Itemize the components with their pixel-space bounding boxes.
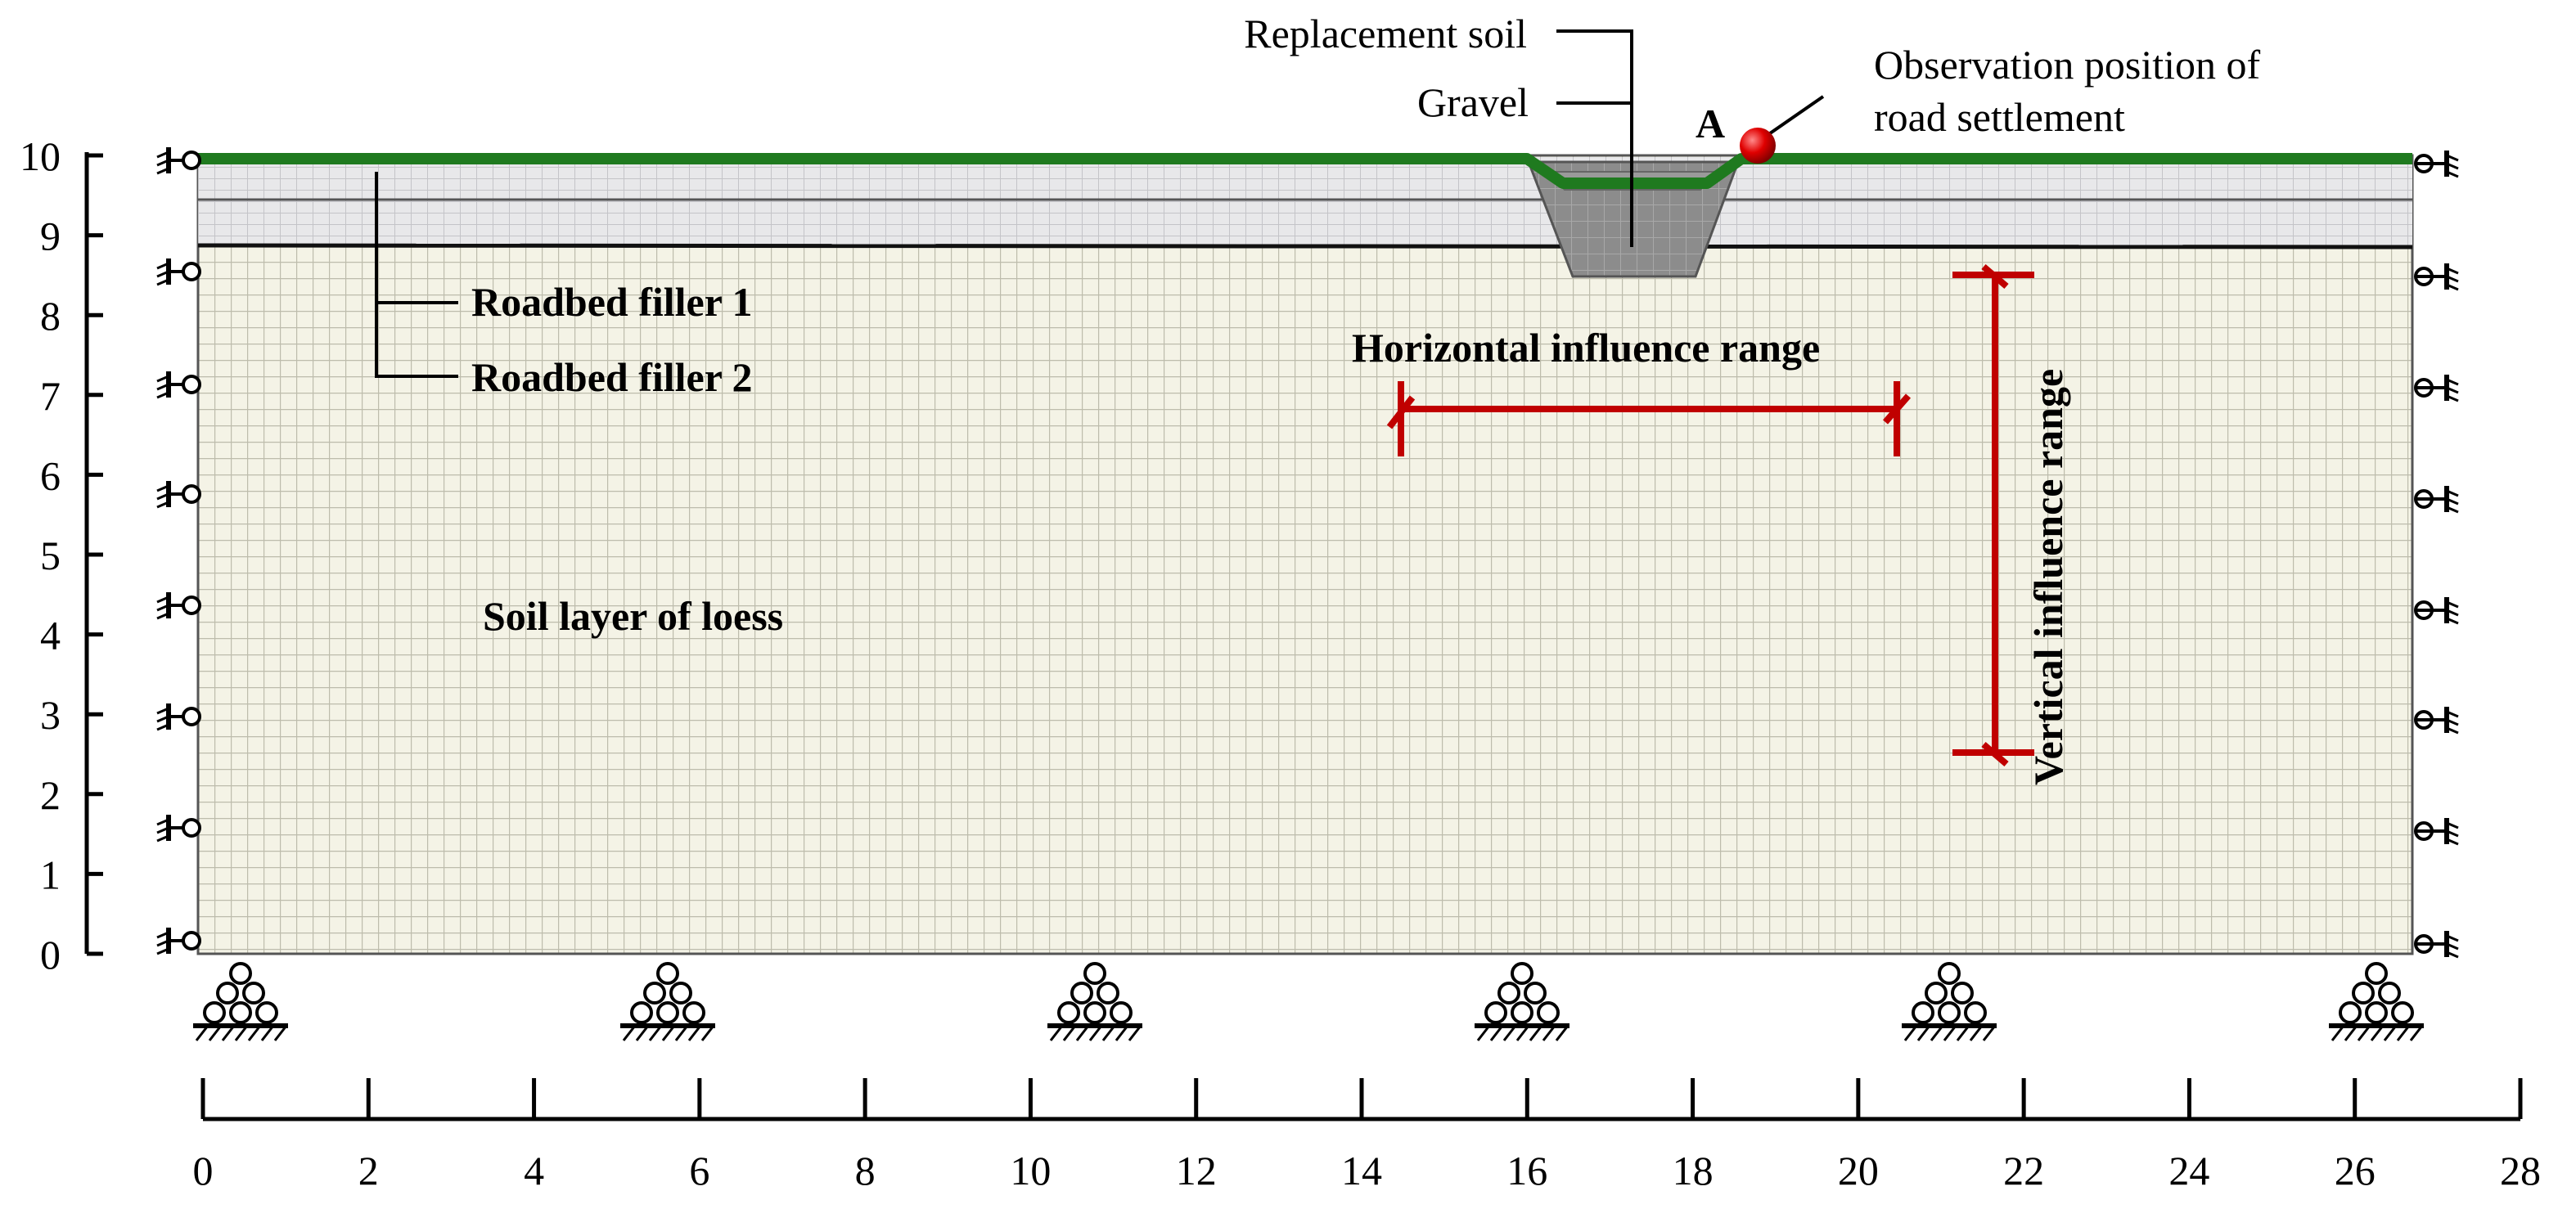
horizontal-influence-range: [1386, 381, 1912, 456]
x-axis: [200, 1078, 2523, 1121]
roller-support-icon: [2414, 707, 2459, 735]
pin-support-icon: [1475, 962, 1569, 1041]
observation-point-a: [1740, 128, 1776, 164]
x-tick-label: 18: [1673, 1148, 1714, 1193]
vertical-influence-label: Vertical influence range: [2025, 369, 2071, 785]
y-tick-label: 2: [40, 772, 61, 818]
soil-layer-label: Soil layer of loess: [483, 593, 783, 639]
x-tick-label: 12: [1176, 1148, 1217, 1193]
x-tick-label: 10: [1010, 1148, 1051, 1193]
right-roller-supports: [2414, 151, 2459, 959]
roller-support-icon: [2414, 486, 2459, 514]
observation-label-line-1: Observation position of: [1874, 42, 2261, 88]
y-tick-label: 0: [40, 932, 61, 978]
y-tick-label: 10: [20, 133, 61, 179]
y-tick-label: 1: [40, 852, 61, 897]
x-tick-label: 14: [1341, 1148, 1382, 1193]
x-tick-label: 16: [1506, 1148, 1547, 1193]
pin-support-icon: [620, 962, 715, 1041]
roller-support-icon: [156, 371, 201, 399]
x-tick-label: 6: [689, 1148, 709, 1193]
roller-support-icon: [156, 815, 201, 843]
pin-support-icon: [1902, 962, 1997, 1041]
roadbed-filler-2-leader: [375, 303, 458, 378]
roadbed-filler-layers: [198, 157, 2412, 245]
roller-support-icon: [2414, 263, 2459, 291]
roller-support-icon: [156, 481, 201, 509]
roller-support-icon: [2414, 597, 2459, 625]
x-tick-label: 22: [2003, 1148, 2044, 1193]
road-surface: [198, 153, 2412, 189]
y-tick-label: 4: [40, 613, 61, 658]
pin-support-icon: [1047, 962, 1142, 1041]
roller-support-icon: [2414, 818, 2459, 846]
roller-support-icon: [156, 592, 201, 620]
filler-boundary-line-2: [197, 243, 2413, 249]
roadbed-filler-2-label: Roadbed filler 2: [471, 354, 753, 400]
y-tick-label: 6: [40, 452, 61, 498]
roller-support-icon: [2414, 151, 2459, 178]
left-roller-supports: [156, 147, 201, 955]
x-tick-label: 0: [193, 1148, 214, 1193]
x-tick-label: 20: [1838, 1148, 1879, 1193]
replacement-soil-leader: [1556, 29, 1633, 247]
y-tick-label: 5: [40, 533, 61, 578]
pin-support-icon: [2329, 962, 2424, 1041]
y-tick-label: 7: [40, 373, 61, 419]
x-tick-label: 28: [2500, 1148, 2541, 1193]
x-tick-label: 4: [524, 1148, 544, 1193]
y-tick-label: 9: [40, 213, 61, 259]
roller-support-icon: [156, 258, 201, 286]
roller-support-icon: [156, 928, 201, 955]
y-tick-label: 8: [40, 293, 61, 339]
horizontal-influence-label: Horizontal influence range: [1352, 325, 1820, 371]
y-axis-tick-labels: 0 1 2 3 4 5 6 7 8 9 10: [20, 133, 61, 978]
vertical-influence-range: [1952, 263, 2034, 767]
x-tick-label: 24: [2168, 1148, 2209, 1193]
y-axis: [84, 152, 103, 956]
x-tick-label: 2: [358, 1148, 379, 1193]
roller-support-icon: [2414, 931, 2459, 959]
x-tick-label: 8: [855, 1148, 876, 1193]
x-tick-label: 26: [2335, 1148, 2376, 1193]
observation-label-line-2: road settlement: [1874, 94, 2125, 140]
pin-support-icon: [193, 962, 288, 1041]
replacement-soil-label: Replacement soil: [1244, 11, 1527, 56]
roller-support-icon: [156, 703, 201, 731]
roller-support-icon: [156, 147, 201, 175]
roadbed-filler-1-label: Roadbed filler 1: [471, 279, 753, 325]
bottom-pin-supports: [193, 962, 2424, 1041]
gravel-label: Gravel: [1417, 79, 1529, 125]
roller-support-icon: [2414, 375, 2459, 402]
point-a-label: A: [1696, 101, 1725, 146]
y-tick-label: 3: [40, 692, 61, 738]
soil-layer-loess: [196, 154, 2414, 955]
